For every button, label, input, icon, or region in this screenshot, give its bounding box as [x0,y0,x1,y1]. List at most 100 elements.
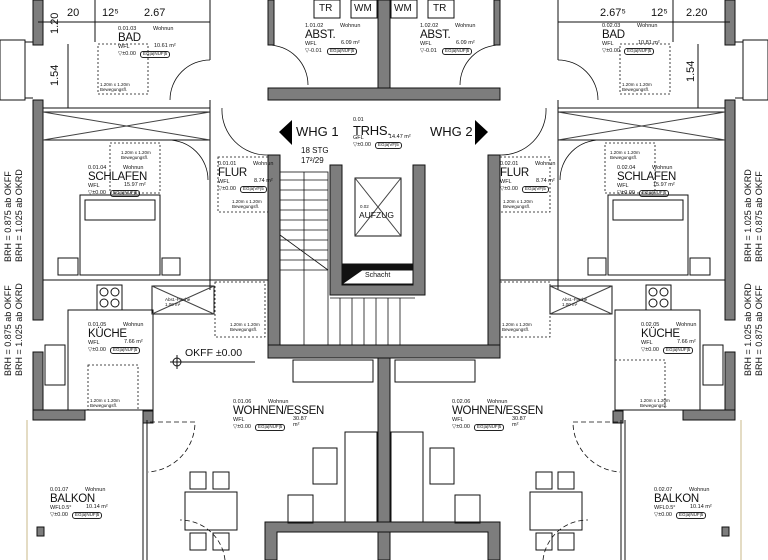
movement-area-text: Bewegungsfl. [502,327,530,333]
dim-2-67-right: 2.67⁵ [600,7,626,19]
room-type: Wohnun [487,399,508,405]
movement-area-size: 1.20m x 1.20m [232,199,262,204]
room-area-label: WFL [88,183,100,189]
sill-height-okrd: BRH = 1.025 ab OKRD [743,283,753,376]
room-name: ABST. [305,29,336,41]
stair-ratio: 17²/29 [301,156,324,165]
movement-area-text: Bewegungsfl. [121,155,149,161]
room-level: ▽-0.01 [305,48,322,54]
room-area-label: GFL [353,135,364,141]
whg1-arrow-icon [279,120,292,145]
sill-height-okff: BRH = 0.875 ab OKFF [754,171,764,262]
room-area-label: WFL [617,183,629,189]
washer-label-2: WM [394,3,412,14]
room-number: 0.02.06 [452,399,471,405]
movement-area-size: 1.20m x 1.20m [90,398,120,403]
room-level: ▽±0.00 [654,512,672,518]
room-number: 0.01.06 [233,399,252,405]
storage-label: Abst.-Fläche [165,297,191,302]
room-tag: EG|a|NUF|5 [327,48,358,55]
room-tag: EG|a|NUF|5 [110,190,141,197]
room-area: 14.47 m² [389,134,411,140]
movement-area-text: Bewegungsfl. [230,327,258,333]
movement-area-size: 1.20m x 1.20m [610,150,640,155]
dim-1-54-right: 1.54 [685,60,697,82]
dryer-label-2: TR [433,3,447,14]
room-level: ▽±0.00 [500,186,518,192]
room-tag: EG|a|NUF|5 [639,190,670,197]
room-area-label: WFL [602,41,614,47]
room-type: Wohnun [268,399,289,405]
room-tag: EG|a|VF|5 [240,186,267,193]
room-area: 8.74 m² [536,178,555,184]
room-level: ▽±0.00 [50,512,68,518]
room-area: 10.61 m² [154,43,176,49]
room-name: SCHLAFEN [617,171,676,183]
room-name: SCHLAFEN [88,171,147,183]
movement-area-size: 1.20m x 1.20m [622,82,652,87]
room-type: Wohnun [123,165,144,171]
room-type: Wohnun [455,23,476,29]
sill-height-okff: BRH = 0.875 ab OKFF [3,171,13,262]
dim-1-20: 1.20 [49,12,61,34]
room-tag: EG|a|NUF|5 [474,424,505,431]
room-area-label: WFL [500,179,512,185]
washer-label: WM [354,3,372,14]
room-tag: EG|a|NUF|5 [110,347,141,354]
room-area: 7.66 m² [677,339,696,345]
room-number: 0.02.07 [654,487,673,493]
room-level: ▽±0.00 [641,347,659,353]
room-area-label: WFL [88,340,100,346]
dim-12-5-right: 12⁵ [651,7,668,19]
room-level: ▽±0.00 [617,190,635,196]
movement-area-size: 1.20m x 1.20m [121,150,151,155]
room-area-label: WFL0.5° [654,505,676,511]
room-type: Wohnun [637,23,658,29]
room-name: BALKON [50,493,95,505]
room-area: 6.09 m² [341,40,360,46]
room-area: 8.74 m² [254,178,273,184]
room-type: Wohnun [253,161,274,167]
room-area-label: WFL [641,340,653,346]
storage-size: 1.00 m² [562,302,578,308]
room-tag: EG|a|NUF|5 [140,51,171,58]
elevator-number: 0.02 [360,204,369,209]
room-type: Wohnun [340,23,361,29]
room-level: ▽-0.01 [420,48,437,54]
room-area-label: WFL [452,417,464,423]
room-tag: EG|a|VF|5 [522,186,549,193]
sill-height-okrd: BRH = 1.025 ab OKRD [14,283,24,376]
unit-arrows [279,120,488,145]
room-name: ABST. [420,29,451,41]
room-tag: EG|a|VF|5 [375,142,402,149]
room-tag: EG|a|NUF|5 [255,424,286,431]
dim-2-67: 2.67 [144,7,166,19]
room-number: 0.01.03 [118,26,137,32]
movement-area-size: 1.20m x 1.20m [502,322,532,327]
room-area-label: WFL [305,41,317,47]
storage-label: Abst.-Fläche [562,297,588,302]
movement-area-text: Bewegungsfl. [610,155,638,161]
sill-height-okrd: BRH = 1.025 ab OKRD [14,169,24,262]
room-type: Wohnun [85,487,106,493]
room-name: TRHS. [353,123,391,138]
room-type: Wohnun [535,161,556,167]
room-area: 15.97 m² [653,182,675,188]
room-tag: EG|a|NUF|5 [72,512,103,519]
